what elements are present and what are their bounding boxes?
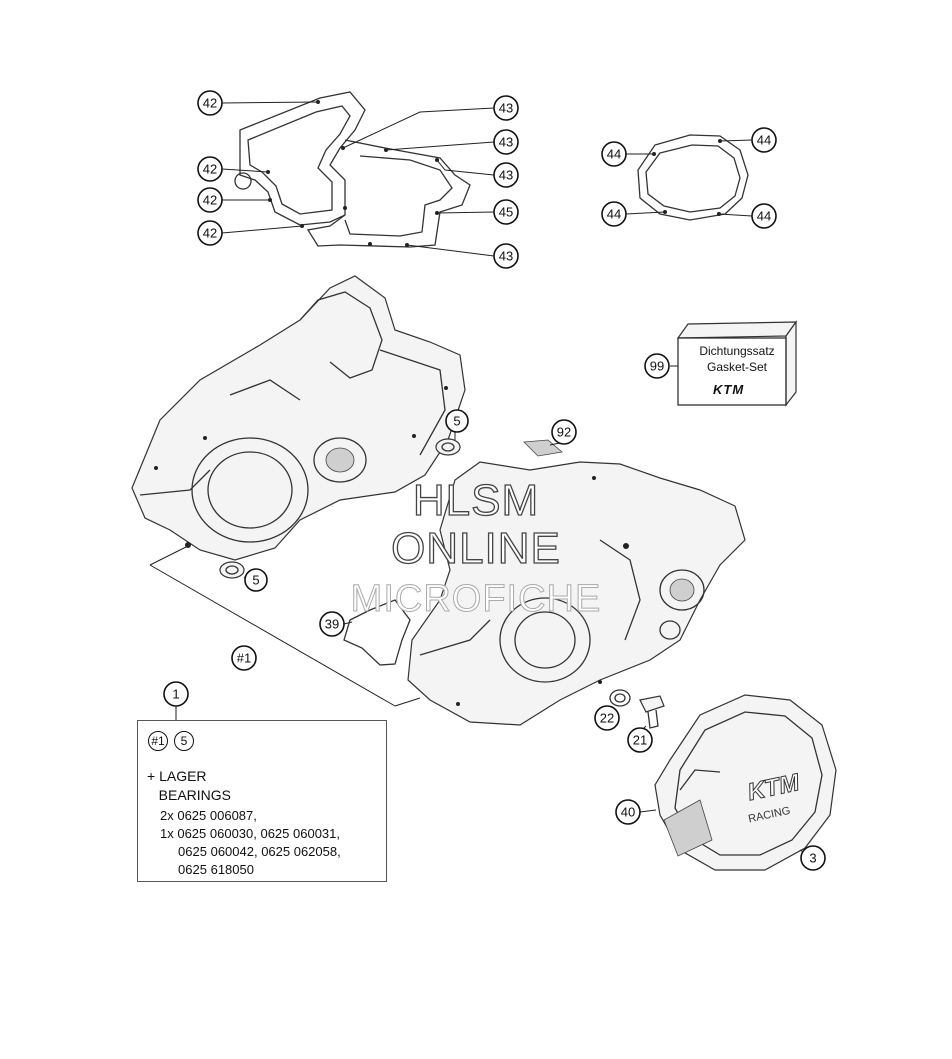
- note-line: 0625 618050: [160, 862, 254, 877]
- svg-text:43: 43: [499, 101, 513, 116]
- note-part-numbers: 2x 0625 006087, 1x 0625 060030, 0625 060…: [160, 807, 341, 879]
- callout-5-a: 5: [445, 409, 469, 433]
- watermark-line-1: HLSM: [412, 475, 540, 525]
- callout-5-b: 5: [244, 568, 268, 592]
- callout-43-c: 43: [493, 162, 519, 188]
- callout-3: 3: [800, 845, 826, 871]
- svg-text:22: 22: [600, 711, 614, 726]
- watermark-line-3: MICROFICHE: [350, 578, 602, 621]
- note-line: 0625 060042, 0625 062058,: [160, 844, 341, 859]
- crankcase-gasket: [343, 599, 411, 666]
- svg-text:3: 3: [809, 851, 816, 866]
- svg-text:#1: #1: [237, 651, 251, 666]
- svg-text:43: 43: [499, 249, 513, 264]
- svg-text:21: 21: [633, 733, 647, 748]
- callout-43-b: 43: [493, 129, 519, 155]
- svg-text:43: 43: [499, 135, 513, 150]
- note-line: 1x 0625 060030, 0625 060031,: [160, 826, 341, 841]
- note-callouts: #1 5: [148, 731, 194, 751]
- gasket-set-label: Dichtungssatz Gasket-Set: [683, 343, 791, 375]
- callout-40: 40: [615, 799, 641, 825]
- watermark-line-2: ONLINE: [390, 523, 561, 573]
- base-gasket-set: [221, 91, 495, 257]
- svg-text:42: 42: [203, 96, 217, 111]
- cover-logo: KTM: [745, 769, 802, 806]
- svg-text:5: 5: [252, 573, 259, 588]
- svg-text:44: 44: [607, 147, 621, 162]
- svg-text:92: 92: [557, 425, 571, 440]
- callout-39: 39: [319, 611, 345, 637]
- callout-42-c: 42: [197, 187, 223, 213]
- svg-text:44: 44: [757, 209, 771, 224]
- svg-text:43: 43: [499, 168, 513, 183]
- callout-42-d: 42: [197, 220, 223, 246]
- svg-text:44: 44: [757, 133, 771, 148]
- bearing-note: #1 5 + LAGER BEARINGS 2x 0625 006087, 1x…: [137, 720, 387, 882]
- cover-gasket: [625, 134, 753, 221]
- gasket-set-box: [670, 320, 798, 407]
- drain-plug-21: [639, 695, 665, 731]
- callout-42-b: 42: [197, 156, 223, 182]
- note-line: 2x 0625 006087,: [160, 808, 257, 823]
- svg-text:39: 39: [325, 617, 339, 632]
- callout-92: 92: [551, 419, 577, 445]
- bearing-upper: [435, 432, 461, 456]
- assembly-bracket: [149, 544, 421, 720]
- callout-44-c: 44: [601, 201, 627, 227]
- callout-21: 21: [627, 727, 653, 753]
- left-crankcase: [131, 275, 466, 561]
- svg-text:1: 1: [172, 687, 179, 702]
- note-title-en: BEARINGS: [147, 787, 232, 803]
- callout-44-d: 44: [751, 203, 777, 229]
- note-ref-5: 5: [174, 731, 194, 751]
- note-title-de: + LAGER: [147, 768, 207, 784]
- callout-1: 1: [163, 681, 189, 707]
- callout-42-a: 42: [197, 90, 223, 116]
- ignition-cover: [639, 694, 837, 871]
- right-crankcase: [407, 461, 746, 726]
- callout-22: 22: [594, 705, 620, 731]
- callout-99: 99: [644, 353, 670, 379]
- note-ref-assembly: #1: [148, 731, 168, 751]
- callout-45: 45: [493, 199, 519, 225]
- svg-text:40: 40: [621, 805, 635, 820]
- callout-assembly-ref: #1: [231, 645, 257, 671]
- svg-text:42: 42: [203, 162, 217, 177]
- svg-text:99: 99: [650, 359, 664, 374]
- callout-44-b: 44: [751, 127, 777, 153]
- svg-text:42: 42: [203, 226, 217, 241]
- svg-text:5: 5: [453, 414, 460, 429]
- callout-44-a: 44: [601, 141, 627, 167]
- svg-text:45: 45: [499, 205, 513, 220]
- gasket-set-label-en: Gasket-Set: [706, 360, 768, 374]
- note-title: + LAGER BEARINGS: [147, 767, 231, 805]
- callout-43-a: 43: [493, 95, 519, 121]
- callout-43-d: 43: [493, 243, 519, 269]
- bearing-lower: [219, 561, 247, 579]
- gasket-set-logo: KTM: [713, 382, 745, 397]
- svg-text:42: 42: [203, 193, 217, 208]
- svg-text:44: 44: [607, 207, 621, 222]
- part-92-plate: [523, 439, 563, 457]
- gasket-set-label-de: Dichtungssatz: [699, 344, 775, 358]
